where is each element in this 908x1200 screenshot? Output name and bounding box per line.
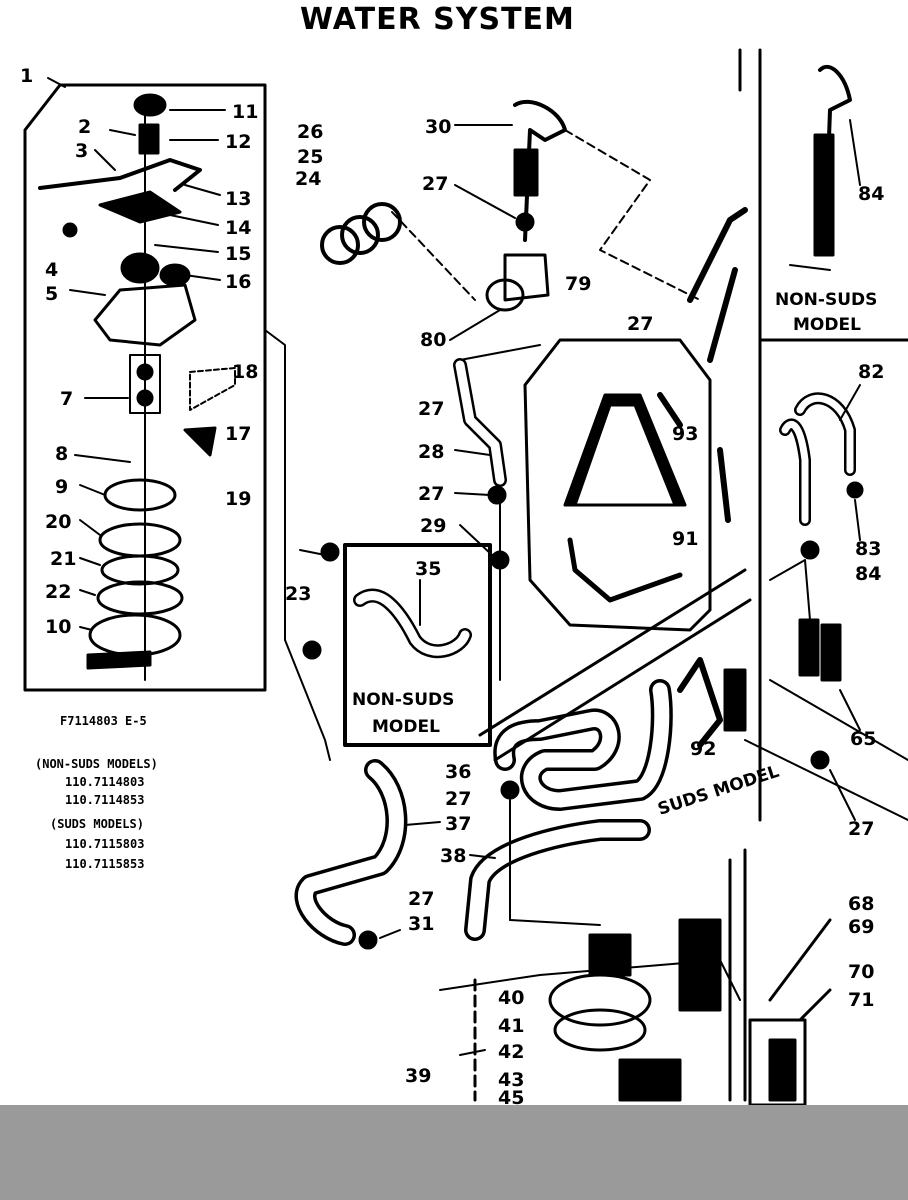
callout-1: 1 [20,65,33,87]
callout-31: 31 [408,913,434,935]
non-suds-mid-label-2: MODEL [372,717,440,737]
callout-71: 71 [848,989,874,1011]
callout-39: 39 [405,1065,431,1087]
footnote-line-6: 110.7115853 [65,857,144,871]
callout-68: 68 [848,893,874,915]
callout-22: 22 [45,581,71,603]
non-suds-mid-box [343,543,492,747]
callout-8: 8 [55,443,68,465]
callout-69: 69 [848,916,874,938]
footnote-line-1: (NON-SUDS MODELS) [35,757,158,771]
callout-11: 11 [232,101,258,123]
callout-40: 40 [498,987,524,1009]
callout-27-e: 27 [445,788,471,810]
callout-10: 10 [45,616,71,638]
callout-80: 80 [420,329,446,351]
callout-27-d: 27 [627,313,653,335]
callout-2: 2 [78,116,91,138]
assembly-frame [23,83,267,692]
callout-43: 43 [498,1069,524,1091]
callout-3: 3 [75,140,88,162]
non-suds-top-label-1: NON-SUDS [775,290,877,310]
callout-79: 79 [565,273,591,295]
callout-15: 15 [225,243,251,265]
callout-16: 16 [225,271,251,293]
footnote-line-4: (SUDS MODELS) [50,817,144,831]
callout-27-g: 27 [848,818,874,840]
non-suds-mid-label-1: NON-SUDS [352,690,454,710]
bottom-gray-bar [0,1105,908,1200]
callout-19: 19 [225,488,251,510]
callout-65: 65 [850,728,876,750]
callout-30: 30 [425,116,451,138]
callout-82: 82 [858,361,884,383]
callout-83: 83 [855,538,881,560]
dispenser-frame [523,338,712,632]
callout-42: 42 [498,1041,524,1063]
callout-45: 45 [498,1087,524,1109]
callout-21: 21 [50,548,76,570]
callout-29: 29 [420,515,446,537]
callout-36: 36 [445,761,471,783]
callout-70: 70 [848,961,874,983]
callout-84-b: 84 [855,563,881,585]
callout-93: 93 [672,423,698,445]
page-title: WATER SYSTEM [300,2,575,37]
non-suds-top-label-2: MODEL [793,315,861,335]
callout-92: 92 [690,738,716,760]
footnote-code: F7114803 E-5 [60,714,147,728]
callout-41: 41 [498,1015,524,1037]
callout-23: 23 [285,583,311,605]
callout-18: 18 [232,361,258,383]
footnote-line-5: 110.7115803 [65,837,144,851]
callout-27-a: 27 [422,173,448,195]
callout-24: 24 [295,168,321,190]
callout-37: 37 [445,813,471,835]
callout-35: 35 [415,558,441,580]
suds-model-label: SUDS MODEL [655,762,781,820]
callout-5: 5 [45,283,58,305]
callout-14: 14 [225,217,251,239]
callout-28: 28 [418,441,444,463]
callout-27-c: 27 [418,483,444,505]
footnote-line-2: 110.7114803 [65,775,144,789]
callout-38: 38 [440,845,466,867]
callout-27-f: 27 [408,888,434,910]
callout-84-a: 84 [858,183,884,205]
callout-26: 26 [297,121,323,143]
callout-91: 91 [672,528,698,550]
callout-4: 4 [45,259,58,281]
callout-7: 7 [60,388,73,410]
callout-27-b: 27 [418,398,444,420]
callout-17: 17 [225,423,251,445]
footnote-line-3: 110.7114853 [65,793,144,807]
callout-13: 13 [225,188,251,210]
callout-9: 9 [55,476,68,498]
callout-25: 25 [297,146,323,168]
callout-20: 20 [45,511,71,533]
callout-12: 12 [225,131,251,153]
